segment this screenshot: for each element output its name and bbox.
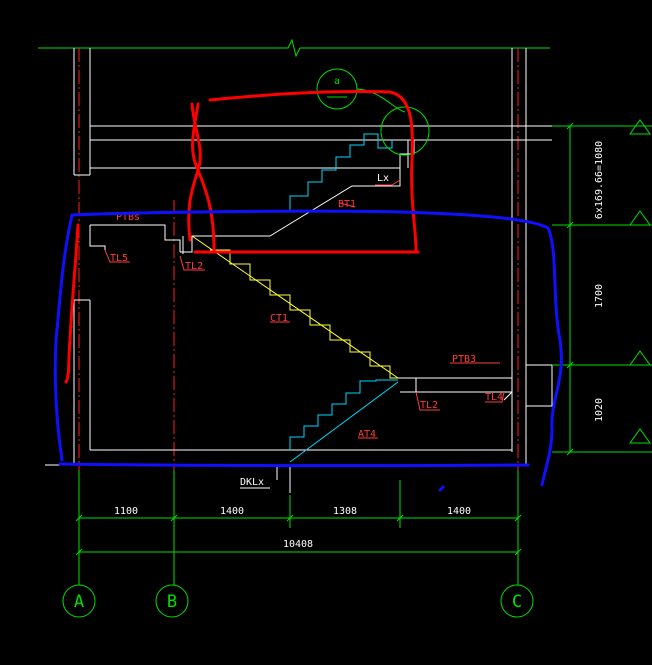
dim-segment-3: 1308 [333, 506, 357, 517]
blue-markup [53, 209, 563, 492]
axis-label-a: A [74, 592, 84, 612]
dim-right-2: 1700 [594, 284, 605, 308]
stair-flight-at4 [289, 379, 399, 463]
axis-bubble-c [500, 584, 534, 618]
dim-right-3: 1020 [594, 398, 605, 422]
dim-segment-2: 1400 [220, 506, 244, 517]
axis-lines [78, 48, 519, 505]
red-markup [64, 90, 420, 384]
top-break-line [38, 38, 550, 58]
label-bt1: BT1 [338, 199, 356, 210]
dim-right-1: 6x169.66=1080 [594, 141, 605, 219]
stair-flight-ct1 [191, 235, 399, 379]
axis-label-b: B [167, 592, 177, 612]
section-marker-label: a [334, 76, 340, 87]
label-tl4: TL4 [485, 392, 503, 403]
dim-total: 10408 [283, 539, 313, 550]
dim-segment-4: 1400 [447, 506, 471, 517]
member-labels [104, 179, 505, 439]
label-lx-top: Lx [377, 173, 389, 184]
label-ct1: CT1 [270, 313, 288, 324]
section-marker [316, 68, 430, 156]
dimension-lines-right [552, 119, 652, 456]
label-dklx: DKLx [240, 477, 264, 488]
axis-bubble-a [62, 584, 96, 618]
label-tl2-lower: TL2 [420, 400, 438, 411]
structure-lines [45, 48, 553, 493]
stair-flight-bt1 [289, 133, 393, 210]
dim-segment-1: 1100 [114, 506, 138, 517]
dimension-lines-bottom [75, 470, 522, 585]
axis-bubble-b [155, 584, 189, 618]
axis-bubbles [62, 584, 534, 618]
label-ptbs: PTBs [116, 212, 140, 223]
axis-label-c: C [512, 592, 522, 612]
label-tl2-upper: TL2 [185, 261, 203, 272]
label-ptb3: PTB3 [452, 354, 476, 365]
label-at4: AT4 [358, 429, 376, 440]
label-tl5: TL5 [110, 253, 128, 264]
